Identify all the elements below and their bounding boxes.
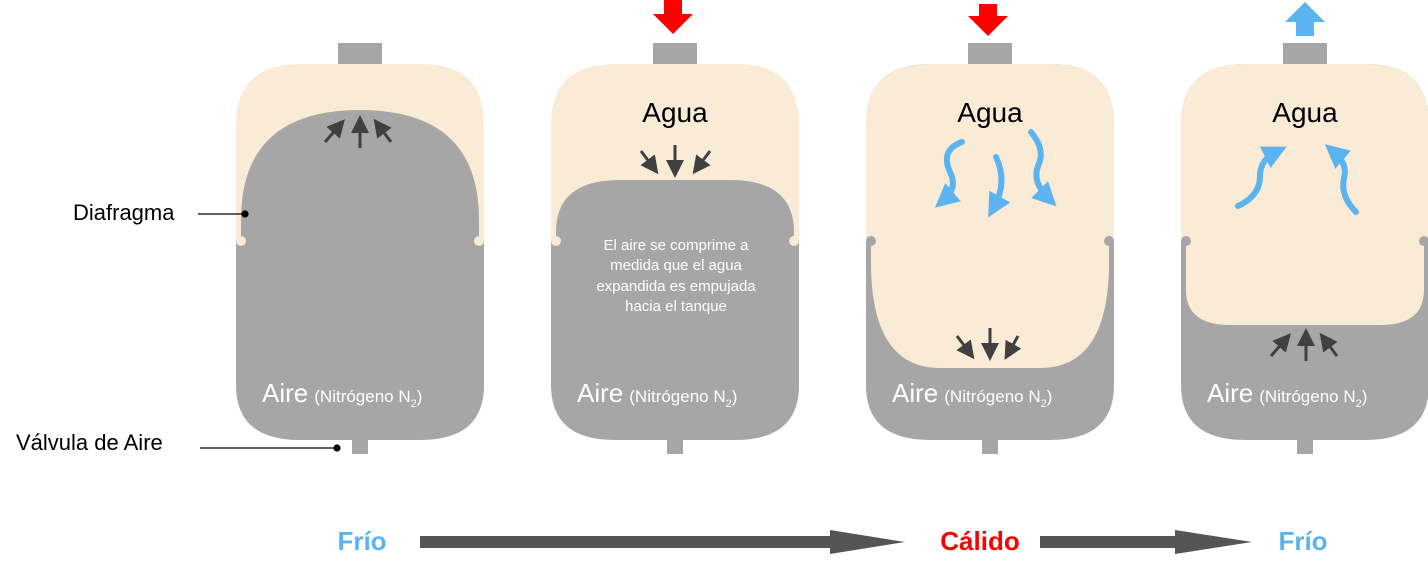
- tank-4-cooling-flow-arrows: [1235, 144, 1359, 215]
- tank-3-water-region: [866, 64, 1114, 368]
- tank-4: Agua Aire(Nitrógeno N2): [1181, 2, 1428, 454]
- tank-2-top-pipe: [653, 43, 697, 65]
- tank-3-heat-flow-arrows: [934, 129, 1057, 218]
- tank-4-gas-label: Aire(Nitrógeno N2): [1207, 378, 1367, 410]
- tank-3-inflow-arrow-icon: [968, 4, 1008, 36]
- tank-2-air-region: [551, 180, 799, 440]
- tank-1-pressure-arrows-up: [323, 115, 393, 148]
- diaphragm-label: Diafragma: [73, 200, 175, 225]
- callout-leaders: [198, 210, 341, 452]
- diaphragm-leader-dot: [241, 210, 249, 218]
- tank-2-note-line-1: El aire se comprime a: [603, 237, 749, 254]
- tank-2-bottom-valve: [667, 438, 683, 454]
- tank-2-inflow-arrow-icon: [653, 0, 693, 34]
- tank-1-diaphragm-joint-left: [236, 236, 246, 246]
- timeline-arrow-1: [420, 530, 905, 554]
- tank-2-pressure-arrows-down: [639, 145, 712, 178]
- tank-4-diaphragm-joint-left: [1181, 236, 1191, 246]
- tank-4-water-region: [1181, 64, 1428, 325]
- tank-1-diaphragm-joint-right: [474, 236, 484, 246]
- state-warm: Cálido: [940, 526, 1020, 556]
- tank-2: Agua El aire se comprime a medida que el…: [551, 0, 799, 454]
- tank-4-diaphragm-joint-right: [1419, 236, 1428, 246]
- state-cold-start: Frío: [337, 526, 387, 556]
- tank-4-water-label: Agua: [1272, 97, 1338, 128]
- tank-3-top-pipe: [968, 43, 1012, 65]
- tank-1: Aire(Nitrógeno N2): [236, 43, 484, 454]
- tank-1-gas-label: Aire(Nitrógeno N2): [262, 378, 422, 410]
- state-cold-end: Frío: [1278, 526, 1328, 556]
- air-valve-leader-dot: [333, 444, 341, 452]
- tank-3-pressure-arrows-down: [955, 328, 1022, 361]
- tank-3-diaphragm-joint-right: [1104, 236, 1114, 246]
- timeline: [420, 530, 1252, 554]
- tank-3-bottom-valve: [982, 438, 998, 454]
- tank-2-water-label: Agua: [642, 97, 708, 128]
- tank-2-note-line-3: expandida es empujada: [596, 278, 756, 295]
- tank-4-bottom-valve: [1297, 438, 1313, 454]
- tank-2-diaphragm-joint-left: [551, 236, 561, 246]
- tank-2-gas-label: Aire(Nitrógeno N2): [577, 378, 737, 410]
- tank-3-diaphragm-joint-left: [866, 236, 876, 246]
- tank-4-outflow-arrow-icon: [1285, 2, 1325, 36]
- tank-2-note: El aire se comprime a medida que el agua…: [596, 237, 756, 315]
- tank-4-pressure-arrows-up: [1269, 328, 1339, 361]
- tank-1-bottom-valve: [352, 438, 368, 454]
- tank-2-note-line-4: hacia el tanque: [625, 298, 727, 315]
- tank-1-air-region: [236, 110, 484, 440]
- tank-3: Agua Aire(Nitrógeno N2): [866, 4, 1114, 454]
- timeline-arrow-2: [1040, 530, 1252, 554]
- air-valve-label: Válvula de Aire: [16, 430, 163, 455]
- tank-2-diaphragm-joint-right: [789, 236, 799, 246]
- tank-3-water-label: Agua: [957, 97, 1023, 128]
- tank-4-top-pipe: [1283, 43, 1327, 65]
- tank-3-gas-label: Aire(Nitrógeno N2): [892, 378, 1052, 410]
- tank-1-top-pipe: [338, 43, 382, 65]
- tank-2-note-line-2: medida que el agua: [610, 257, 742, 274]
